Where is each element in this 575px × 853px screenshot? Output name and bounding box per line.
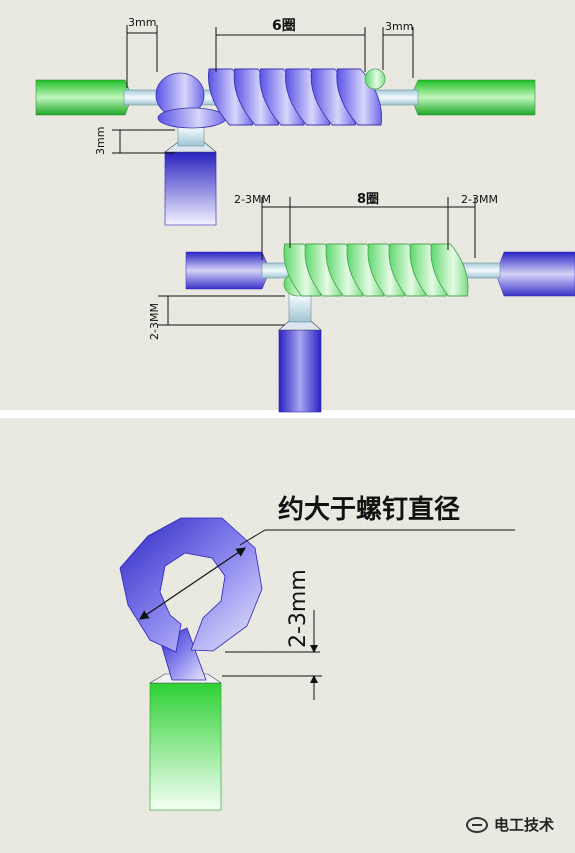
- dim-vertical-gap-label: 3mm: [94, 127, 107, 155]
- joint-diagram-6-turns: 3mm 6圈 3mm 3mm: [35, 16, 536, 226]
- branch-blue-wire-2: [278, 329, 322, 413]
- panel-divider: [0, 410, 575, 418]
- branch-blue-wire: [164, 151, 217, 226]
- coil-8-turns: [283, 243, 469, 297]
- coil-turn: [430, 243, 469, 297]
- bottom-panel-background: [0, 418, 575, 853]
- right-blue-wire: [495, 251, 575, 297]
- dim2-vertical-gap-label: 2-3MM: [148, 303, 161, 340]
- coil-end-cap: [364, 68, 386, 90]
- dim-right-gap-label: 3mm: [385, 20, 413, 33]
- diameter-annotation: 约大于螺钉直径: [278, 494, 460, 525]
- left-green-wire: [35, 79, 133, 116]
- wechat-logo-icon: [466, 816, 488, 833]
- left-blue-wire: [185, 251, 271, 290]
- dim-left-gap-label: 3mm: [128, 16, 156, 29]
- right-green-wire: [410, 79, 536, 116]
- dim2-right-gap-label: 2-3MM: [461, 193, 498, 206]
- eye-terminal-diagram: 约大于螺钉直径 2-3mm: [119, 494, 515, 811]
- watermark-text: 电工技术: [494, 816, 555, 834]
- watermark: 电工技术: [466, 814, 554, 835]
- gap-label: 2-3mm: [286, 569, 311, 648]
- knot-wrap: [157, 107, 227, 129]
- joint-diagram-8-turns: 2-3MM 8圈 2-3MM 2-3MM: [148, 192, 575, 413]
- dim-turns-label: 6圈: [272, 18, 296, 34]
- coil-6-turns: [208, 68, 382, 126]
- diameter-arrow: [139, 547, 246, 620]
- green-insulated-wire: [149, 682, 222, 811]
- dim2-turns-label: 8圈: [357, 192, 379, 207]
- dim2-left-gap-label: 2-3MM: [234, 193, 271, 206]
